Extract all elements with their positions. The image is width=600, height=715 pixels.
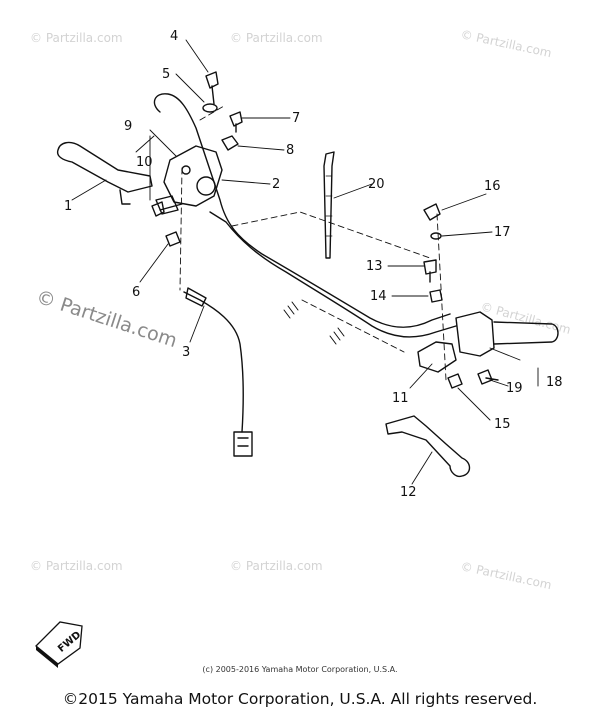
callout-12: 12	[400, 485, 417, 500]
pivot-bolt-10	[151, 201, 183, 217]
callout-6: 6	[132, 285, 140, 300]
diagram-copyright: (c) 2005-2016 Yamaha Motor Corporation, …	[202, 665, 397, 674]
handlebar-knurl-left	[283, 301, 299, 319]
callout-10: 10	[136, 155, 153, 170]
callout-19: 19	[506, 381, 523, 396]
right-lever-holder	[417, 341, 457, 373]
watermark-bottom-left: © Partzilla.com	[30, 559, 123, 573]
watermark-bottom-right: © Partzilla.com	[459, 559, 552, 592]
strap-teeth	[325, 175, 333, 237]
callout-14: 14	[370, 289, 387, 304]
callout-4: 4	[170, 29, 178, 44]
watermark-large: © Partzilla.com	[33, 286, 179, 352]
handlebar	[153, 93, 457, 338]
callout-9: 9	[124, 119, 132, 134]
callouts: 1 2 4 5 6 7 8 9 10 11 12 13 14 15 16 17 …	[64, 29, 563, 500]
callout-3: 3	[182, 345, 190, 360]
wire-coupler	[233, 431, 253, 457]
callout-11: 11	[392, 391, 409, 406]
screw-16	[423, 203, 441, 221]
watermark-top-mid: © Partzilla.com	[230, 31, 323, 45]
callout-16: 16	[484, 179, 501, 194]
nut-14	[429, 289, 443, 303]
nut-8	[221, 135, 239, 151]
bolt-13	[423, 259, 437, 283]
wire-harness	[183, 291, 245, 433]
wire-connector-top	[185, 287, 207, 307]
fwd-arrow: FWD	[35, 621, 83, 668]
lever-tab	[119, 189, 131, 205]
callout-1: 1	[64, 199, 72, 214]
watermark-top-right: © Partzilla.com	[459, 27, 552, 60]
watermark-top-left: © Partzilla.com	[30, 31, 123, 45]
callout-20: 20	[368, 177, 385, 192]
right-switch-housing	[455, 311, 495, 357]
holder-pivot	[181, 165, 191, 175]
callout-15: 15	[494, 417, 511, 432]
callout-17: 17	[494, 225, 511, 240]
holder-clamp-bolt	[196, 176, 216, 196]
cable-strap	[323, 151, 335, 259]
callout-7: 7	[292, 111, 300, 126]
right-grip	[493, 321, 559, 345]
brake-lever	[385, 415, 471, 478]
washer-5	[202, 103, 218, 113]
footer-copyright: ©2015 Yamaha Motor Corporation, U.S.A. A…	[62, 690, 538, 708]
handlebar-knurl-right	[329, 327, 345, 345]
reference-line-left	[179, 105, 431, 291]
watermark-bottom-mid: © Partzilla.com	[230, 559, 323, 573]
callout-2: 2	[272, 177, 280, 192]
lever-holder	[163, 145, 223, 207]
drawing	[56, 39, 559, 485]
callout-18: 18	[546, 375, 563, 390]
washer-17	[430, 232, 442, 240]
callout-13: 13	[366, 259, 383, 274]
nut-15	[447, 373, 463, 389]
leader-lines	[71, 39, 539, 485]
nut-6	[165, 231, 181, 247]
screw-19	[477, 369, 499, 385]
bolt-4	[205, 71, 219, 105]
callout-5: 5	[162, 67, 170, 82]
holder-lower	[155, 195, 179, 215]
clutch-lever	[56, 141, 153, 193]
bolt-7	[229, 111, 243, 133]
callout-8: 8	[286, 143, 294, 158]
watermark-layer: © Partzilla.com © Partzilla.com © Partzi…	[30, 27, 572, 592]
